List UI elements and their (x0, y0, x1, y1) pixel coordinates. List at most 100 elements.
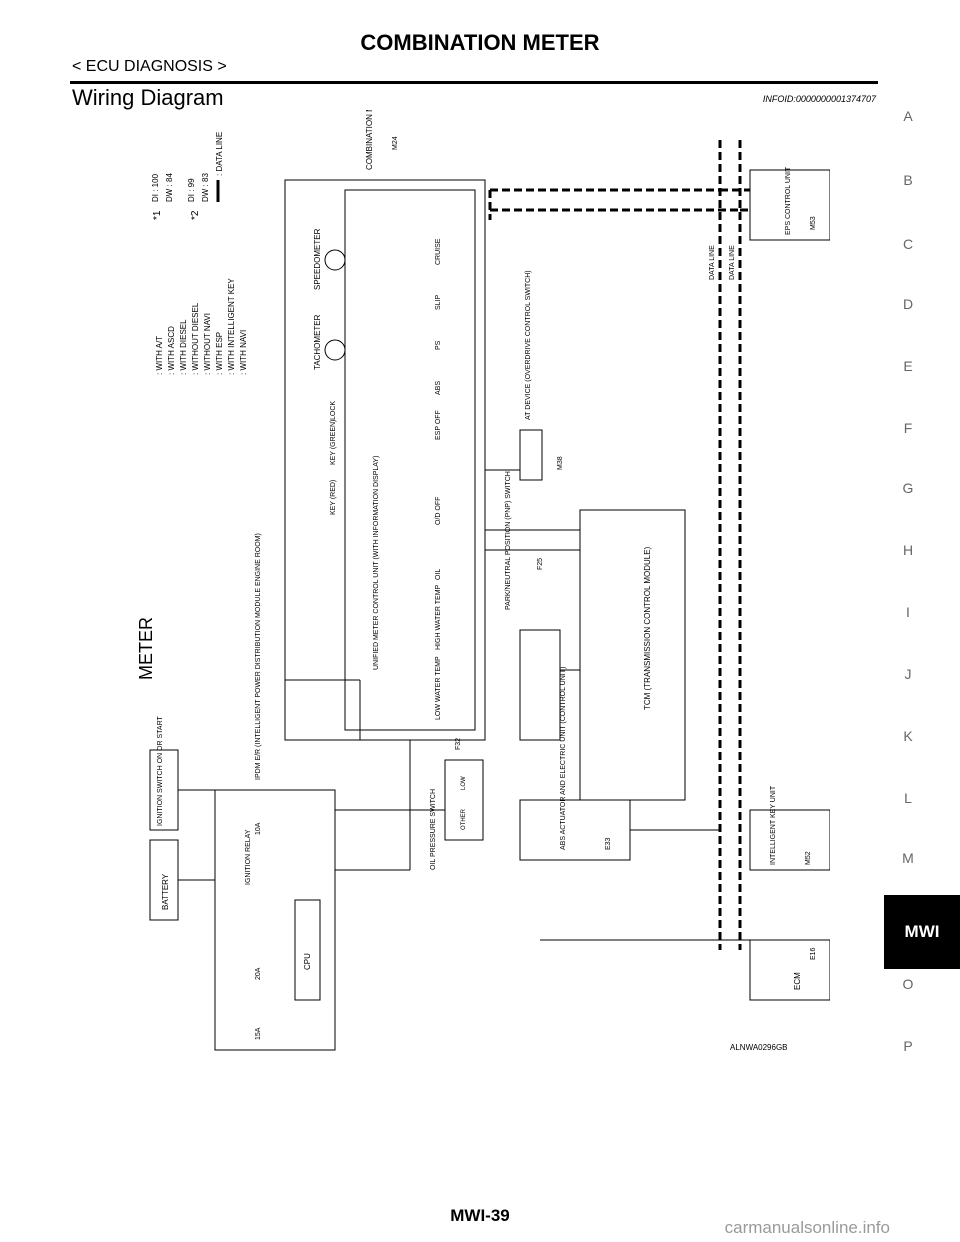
note-1-mark: *1 (152, 210, 163, 220)
note-2-a: DI : 99 (187, 178, 196, 202)
legend-as: : WITH ASCD (167, 326, 176, 375)
speedometer-label: SPEEDOMETER (313, 228, 322, 290)
eps-label: EPS CONTROL UNIT (785, 166, 792, 235)
indicator-od-off: O/D OFF (435, 497, 442, 525)
index-letter-g[interactable]: G (902, 480, 914, 496)
fuse-10a-51: 10A (255, 822, 262, 835)
tab-mwi[interactable]: MWI (884, 895, 960, 969)
oil-pressure-conn: F32 (455, 738, 462, 750)
data-line-label-2: DATA LINE (729, 245, 736, 280)
abs-conn: E33 (605, 837, 612, 850)
index-letter-m[interactable]: M (902, 850, 914, 866)
index-letter-d[interactable]: D (902, 296, 914, 312)
indicator-oil: OIL (435, 569, 442, 580)
indicator-key-green: KEY (GREEN) (330, 420, 337, 465)
at-device-conn: M38 (557, 456, 564, 470)
ecm-conn: E16 (810, 947, 817, 960)
combination-meter-label: COMBINATION METER (365, 110, 374, 170)
index-letter-j[interactable]: J (904, 666, 912, 682)
legend-di: : WITH DIESEL (179, 319, 188, 375)
intelligent-key-conn: M52 (805, 851, 812, 865)
indicator-esp-off: ESP OFF (435, 410, 442, 440)
index-letter-f[interactable]: F (903, 420, 913, 436)
diagram-title: METER (136, 617, 156, 680)
legend-dw: : WITHOUT DIESEL (191, 302, 200, 375)
index-letter-e[interactable]: E (903, 358, 913, 374)
index-letter-p[interactable]: P (903, 1038, 913, 1054)
indicator-slip: SLIP (435, 294, 442, 310)
note-1-b: DW : 84 (165, 173, 174, 202)
tachometer-label: TACHOMETER (313, 314, 322, 370)
indicator-lock: LOCK (330, 401, 337, 420)
battery-block: BATTERY IGNITION SWITCH ON OR START (149, 715, 179, 921)
battery-label: BATTERY (161, 873, 170, 910)
tcm-label: TCM (TRANSMISSION CONTROL MODULE) (643, 546, 652, 710)
fuse-20a: 20A (255, 967, 262, 980)
ecm-block: ECM E16 (749, 939, 830, 1001)
legend-ik: : WITH INTELLIGENT KEY (227, 278, 236, 375)
oil-pressure-switch: OIL PRESSURE SWITCH F32 OTHER LOW (430, 738, 484, 870)
indicator-abs: ABS (435, 381, 442, 395)
indicator-ps: PS (435, 340, 442, 350)
index-letter-c[interactable]: C (902, 236, 914, 252)
ecm-label: ECM (793, 972, 802, 990)
oil-pressure-label: OIL PRESSURE SWITCH (430, 789, 437, 870)
oil-pressure-other: OTHER (461, 808, 467, 830)
tcm-block: TCM (TRANSMISSION CONTROL MODULE) (579, 509, 686, 801)
indicator-cruise: CRUISE (435, 238, 442, 265)
legend-en: : WITHOUT NAVI (203, 313, 212, 375)
page-title: COMBINATION METER (360, 30, 600, 55)
info-id: INFOID:0000000001374707 (762, 94, 876, 104)
fuse-15a: 15A (255, 1027, 262, 1040)
index-letter-h[interactable]: H (902, 542, 914, 558)
pnp-conn: F25 (537, 558, 544, 570)
eps-unit: EPS CONTROL UNIT M53 (749, 166, 830, 241)
ipdm-label: IPDM E/R (INTELLIGENT POWER DISTRIBUTION… (255, 533, 262, 780)
breadcrumb: < ECU DIAGNOSIS > (72, 58, 227, 75)
index-letter-a[interactable]: A (903, 108, 913, 124)
index-letter-l[interactable]: L (904, 790, 912, 806)
at-device-label: AT DEVICE (OVERDRIVE CONTROL SWITCH) (525, 270, 532, 420)
data-line-label-1: DATA LINE (709, 245, 716, 280)
header-rule (70, 81, 878, 84)
intelligent-key-unit: INTELLIGENT KEY UNIT M52 (749, 785, 830, 871)
eps-conn: M53 (810, 216, 817, 230)
data-line-legend: : DATA LINE (215, 132, 224, 176)
combination-meter-conn: M24 (392, 136, 399, 150)
pnp-switch: PARK/NEUTRAL POSITION (PNP) SWITCH F25 (505, 471, 561, 741)
pnp-label: PARK/NEUTRAL POSITION (PNP) SWITCH (505, 471, 512, 610)
at-device: AT DEVICE (OVERDRIVE CONTROL SWITCH) M38 (519, 270, 564, 481)
legend-nv: : WITH NAVI (239, 330, 248, 375)
ignition-relay-label: IGNITION RELAY (245, 829, 252, 885)
oil-pressure-low: LOW (461, 776, 467, 790)
abs-unit: ABS ACTUATOR AND ELECTRIC UNIT (CONTROL … (519, 667, 631, 861)
combination-meter-block: COMBINATION METER M24 UNIFIED METER CONT… (284, 110, 486, 741)
indicator-low-water: LOW WATER TEMP (435, 656, 442, 720)
watermark: carmanualsonline.info (724, 1218, 890, 1237)
unified-meter-label: UNIFIED METER CONTROL UNIT (WITH INFORMA… (373, 456, 380, 670)
index-letter-k[interactable]: K (903, 728, 913, 744)
note-2-mark: *2 (190, 210, 201, 220)
data-lines (488, 140, 750, 950)
indicator-key-red: KEY (RED) (330, 480, 337, 515)
index-letter-o[interactable]: O (902, 976, 914, 992)
wires (178, 469, 750, 941)
section-title: Wiring Diagram (72, 85, 224, 110)
page-number: MWI-39 (450, 1206, 510, 1225)
diagram-ref-code: ALNWA0296GB (730, 1043, 788, 1052)
ipdm-block: IPDM E/R (INTELLIGENT POWER DISTRIBUTION… (214, 533, 336, 1051)
wiring-diagram: METER : WITH A/T : WITH ASCD : WITH DIES… (136, 110, 830, 1052)
indicator-high-water: HIGH WATER TEMP (435, 584, 442, 650)
legend-a: : WITH A/T (155, 336, 164, 375)
intelligent-key-label: INTELLIGENT KEY UNIT (770, 785, 777, 865)
note-1-a: DI : 100 (151, 173, 160, 202)
index-letter-b[interactable]: B (903, 172, 913, 188)
indicators: LOW WATER TEMP HIGH WATER TEMP OIL O/D O… (330, 238, 442, 720)
legend-et: : WITH ESP (215, 332, 224, 375)
index-letter-i[interactable]: I (906, 604, 910, 620)
legend: : WITH A/T : WITH ASCD : WITH DIESEL : W… (151, 132, 248, 375)
cpu-label: CPU (303, 953, 312, 970)
ignition-switch-label: IGNITION SWITCH ON OR START (157, 715, 164, 826)
note-2-b: DW : 83 (201, 173, 210, 202)
abs-label: ABS ACTUATOR AND ELECTRIC UNIT (CONTROL … (560, 667, 567, 850)
